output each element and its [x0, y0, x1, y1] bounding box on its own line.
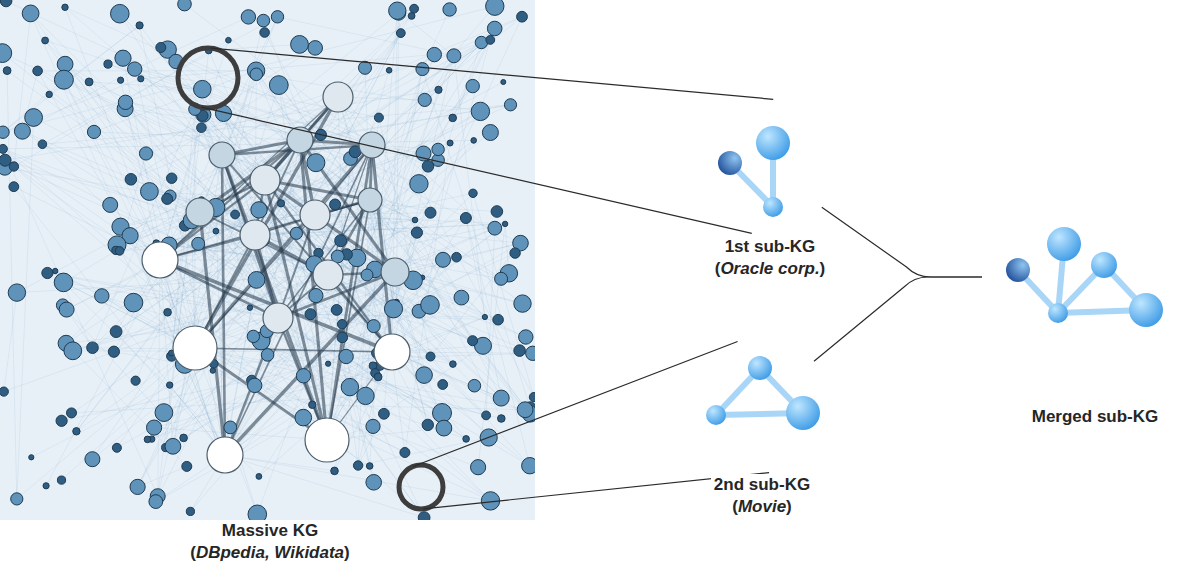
graph-node: Massive KG(DBpedia, Wikidata) [0, 0, 540, 568]
node-title: 1st sub-KG [722, 236, 819, 258]
node-title: Massive KG [219, 520, 321, 542]
connector-line [822, 207, 982, 277]
knowledge-graph-picture [0, 0, 535, 520]
connector-line [814, 277, 982, 361]
merged-graph-icon [1006, 227, 1163, 327]
core-edges [160, 97, 395, 455]
node-subtitle: (Oracle corp.) [712, 258, 829, 280]
graph-ground [0, 0, 535, 520]
graph-node: 1st sub-KG(Oracle corp.) [690, 97, 850, 284]
highlight-circle [178, 48, 238, 108]
sub-graph-icon [718, 126, 790, 217]
faint-edges [2, 1, 534, 518]
node-title: 2nd sub-KG [711, 474, 813, 496]
node-subtitle: (Movie) [729, 496, 795, 518]
node-subtitle: (DBpedia, Wikidata) [187, 542, 353, 564]
graph-node: Merged sub-KG [980, 172, 1196, 432]
graph-node: 2nd sub-KG(Movie) [682, 335, 842, 522]
node-title: Merged sub-KG [1029, 406, 1162, 428]
highlight-circle [399, 465, 443, 509]
sub-graph-icon [706, 356, 820, 430]
connector-line [201, 48, 773, 233]
graph-vertices [0, 0, 535, 520]
